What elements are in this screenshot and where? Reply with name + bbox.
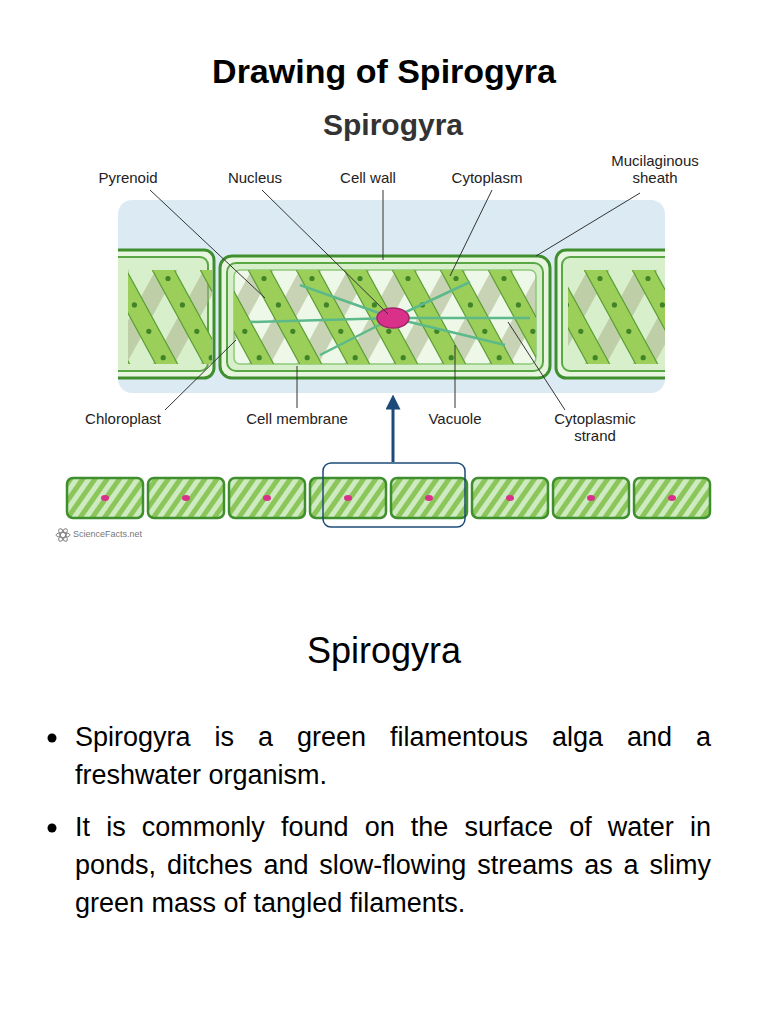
bullet-dot xyxy=(48,734,57,743)
logo-icon xyxy=(56,528,70,543)
part-label: Vacuole xyxy=(400,410,510,427)
filament xyxy=(67,478,710,518)
bullet-text: It is commonly found on the surface of w… xyxy=(75,808,711,922)
part-label: Cell membrane xyxy=(242,410,352,427)
part-label: Nucleus xyxy=(200,169,310,186)
leader-lines xyxy=(150,190,640,410)
part-label: Pyrenoid xyxy=(73,169,183,186)
part-label: Mucilaginous sheath xyxy=(595,152,715,187)
zoom-arrow xyxy=(392,402,395,462)
part-label: Cell wall xyxy=(313,169,423,186)
part-label: Cytoplasm xyxy=(432,169,542,186)
nucleus-shape xyxy=(377,308,409,328)
zoom-box xyxy=(323,463,465,527)
part-label: Chloroplast xyxy=(68,410,178,427)
bullet-dot xyxy=(48,824,57,833)
part-label: Cytoplasmic strand xyxy=(535,410,655,445)
page-title: Drawing of Spirogyra xyxy=(0,52,768,91)
diagram-heading: Spirogyra xyxy=(213,108,573,143)
bullet-text: Spirogyra is a green filamentous alga an… xyxy=(75,718,711,794)
cell-panel xyxy=(0,200,768,393)
watermark: ScienceFacts.net xyxy=(73,529,193,539)
section-heading: Spirogyra xyxy=(134,630,634,671)
